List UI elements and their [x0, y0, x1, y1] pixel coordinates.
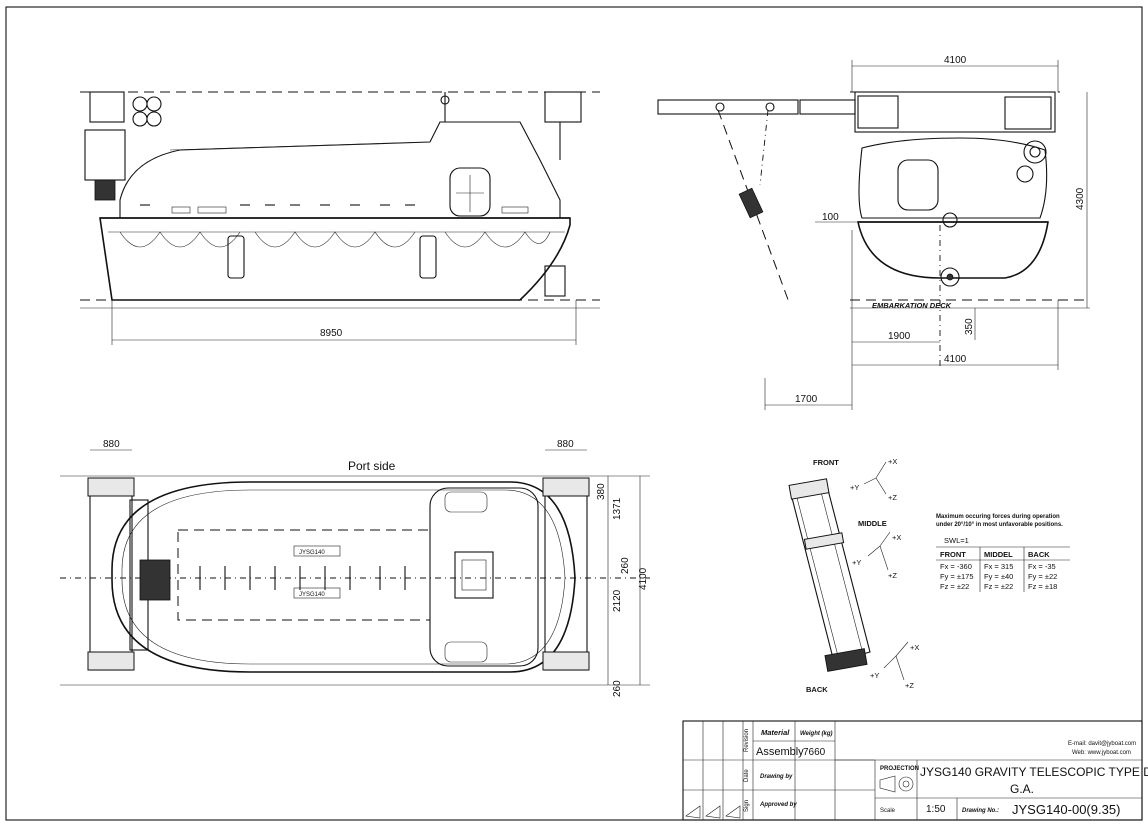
tb-scale-label: Scale [880, 808, 896, 814]
forces-title-1: Maximum occuring forces during operation [936, 514, 1060, 520]
axis-z-back: +Z [905, 681, 914, 690]
dim-plan-4100: 4100 [638, 567, 649, 590]
dim-front-offset: 100 [822, 212, 839, 223]
forces-col-1-name: MIDDEL [984, 550, 1013, 559]
label-front: FRONT [813, 458, 839, 467]
dim-plan-260b: 260 [612, 680, 623, 697]
axis-z-front: +Z [888, 493, 897, 502]
axis-z-middle: +Z [888, 571, 897, 580]
tb-weight-label: Weight (kg) [800, 731, 833, 737]
forces-c0-r2: Fz = ±22 [940, 582, 969, 591]
forces-col-2-name: BACK [1028, 550, 1050, 559]
plan-text-bottom: JYSG140 [299, 592, 325, 598]
dim-front-height: 4300 [1075, 187, 1086, 210]
tb-drawing-no-value: JYSG140-00(9.35) [1012, 802, 1120, 817]
forces-c1-r1: Fy = ±40 [984, 572, 1013, 581]
tb-side-label-1: Revision [744, 729, 750, 752]
plan-text-top: JYSG140 [299, 550, 325, 556]
tb-approved-by-label: Approved by [759, 802, 797, 808]
forces-c2-r0: Fx = -35 [1028, 562, 1056, 571]
dim-outreach: 1700 [795, 394, 818, 405]
forces-c2-r2: Fz = ±18 [1028, 582, 1057, 591]
forces-swl: SWL=1 [944, 536, 969, 545]
forces-c0-r0: Fx = -360 [940, 562, 972, 571]
tb-title-1: JYSG140 GRAVITY TELESCOPIC TYPE DAVIT [920, 765, 1148, 779]
forces-table: Maximum occuring forces during operation… [936, 514, 1070, 592]
axis-y-front: +Y [850, 483, 859, 492]
forces-c1-r2: Fz = ±22 [984, 582, 1013, 591]
tb-scale-value: 1:50 [926, 804, 946, 815]
tb-email: E-mail: davit@jyboat.com [1068, 741, 1136, 747]
dim-front-bottom: 4100 [944, 354, 967, 365]
forces-c2-r1: Fy = ±22 [1028, 572, 1057, 581]
dim-deck-clearance: 350 [964, 318, 975, 335]
tb-assembly-label: Assembly [756, 746, 804, 758]
arm-isometric-view: FRONT MIDDLE BACK +X +Y +Z +X +Y +Z +X +… [788, 457, 919, 694]
label-middle: MIDDLE [858, 519, 887, 528]
dim-plan-1371: 1371 [612, 497, 623, 520]
front-view: 4100 4300 100 EMBARKATION DECK 1900 4100… [657, 55, 1090, 410]
tb-drawing-no-label: Drawing No.: [962, 808, 999, 814]
dim-boat-length: 8950 [320, 328, 343, 339]
tb-material-label: Material [761, 728, 790, 737]
dim-plan-left: 880 [103, 439, 120, 450]
tb-weight-value: 7660 [803, 747, 826, 758]
dim-front-width: 4100 [944, 55, 967, 66]
tb-title-2: G.A. [1010, 782, 1034, 796]
dim-front-inner: 1900 [888, 331, 911, 342]
title-block: Material Weight (kg) Assembly 7660 Drawi… [682, 720, 1148, 821]
revision-triangles-icon [685, 805, 741, 819]
axis-x-front: +X [888, 457, 897, 466]
forces-title-2: under 20°/10° in most unfavorable positi… [936, 522, 1063, 528]
plan-view: Port side JYSG140 JYSG140 [60, 439, 650, 697]
sheet-border [5, 6, 1143, 821]
label-embarkation-deck: EMBARKATION DECK [872, 301, 952, 310]
projection-symbol-icon [879, 775, 914, 793]
dim-plan-260a: 260 [620, 557, 631, 574]
axis-x-back: +X [910, 643, 919, 652]
axis-y-middle: +Y [852, 558, 861, 567]
tb-side-label-3: Sign [744, 800, 750, 812]
axis-x-middle: +X [892, 533, 901, 542]
tb-drawn-by-label: Drawing by [760, 774, 793, 780]
axis-y-back: +Y [870, 671, 879, 680]
dim-plan-380: 380 [596, 483, 607, 500]
tb-side-label-2: Date [744, 769, 750, 782]
forces-c0-r1: Fy = ±175 [940, 572, 974, 581]
side-elevation-view: 8950 [80, 91, 600, 345]
forces-col-0-name: FRONT [940, 550, 966, 559]
dim-plan-right: 880 [557, 439, 574, 450]
label-port-side: Port side [348, 459, 396, 473]
label-back: BACK [806, 685, 828, 694]
tb-projection-label: PROJECTION [880, 766, 919, 772]
tb-web: Web: www.jyboat.com [1072, 750, 1131, 756]
dim-plan-2120: 2120 [612, 589, 623, 612]
forces-c1-r0: Fx = 315 [984, 562, 1013, 571]
